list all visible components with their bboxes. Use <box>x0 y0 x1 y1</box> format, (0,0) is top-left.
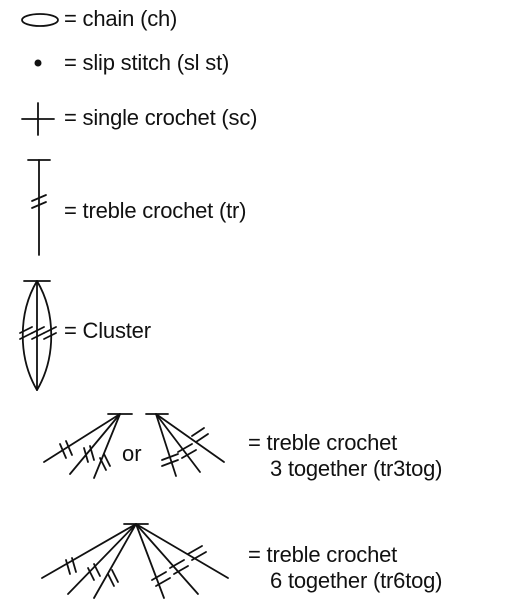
legend-row-tr6tog: = treble crochet 6 together (tr6tog) <box>0 518 508 600</box>
tr3tog-label: = treble crochet 3 together (tr3tog) <box>248 430 442 482</box>
legend-row-slip-stitch: = slip stitch (sl st) <box>0 45 508 85</box>
legend-row-chain: = chain (ch) <box>0 0 508 40</box>
legend-row-treble-crochet: = treble crochet (tr) <box>0 158 508 258</box>
dot-icon <box>34 59 42 67</box>
tr6tog-fan-icon <box>41 523 229 599</box>
legend-row-single-crochet: = single crochet (sc) <box>0 95 508 140</box>
tr6tog-label-line2: 6 together (tr6tog) <box>270 568 443 593</box>
cross-icon <box>21 102 55 136</box>
treble-stitch-icon <box>27 159 51 256</box>
treble-crochet-label: = treble crochet (tr) <box>64 198 247 223</box>
tr3tog-label-line1: = treble crochet <box>248 430 398 455</box>
tr3tog-label-line2: 3 together (tr3tog) <box>270 456 443 481</box>
chain-oval-icon <box>21 13 59 27</box>
tr6tog-label: = treble crochet 6 together (tr6tog) <box>248 542 442 594</box>
or-separator: or <box>122 441 142 466</box>
legend-row-cluster: = Cluster <box>0 278 508 393</box>
tr3tog-fan-icon <box>43 413 225 479</box>
tr6tog-label-line1: = treble crochet <box>248 542 398 567</box>
cluster-label: = Cluster <box>64 318 151 343</box>
cluster-icon <box>19 280 57 391</box>
chain-label: = chain (ch) <box>64 6 178 31</box>
slip-stitch-label: = slip stitch (sl st) <box>64 50 230 75</box>
single-crochet-label: = single crochet (sc) <box>64 105 258 130</box>
legend-row-tr3tog: or = treble crochet 3 together (tr3tog) <box>0 408 508 488</box>
